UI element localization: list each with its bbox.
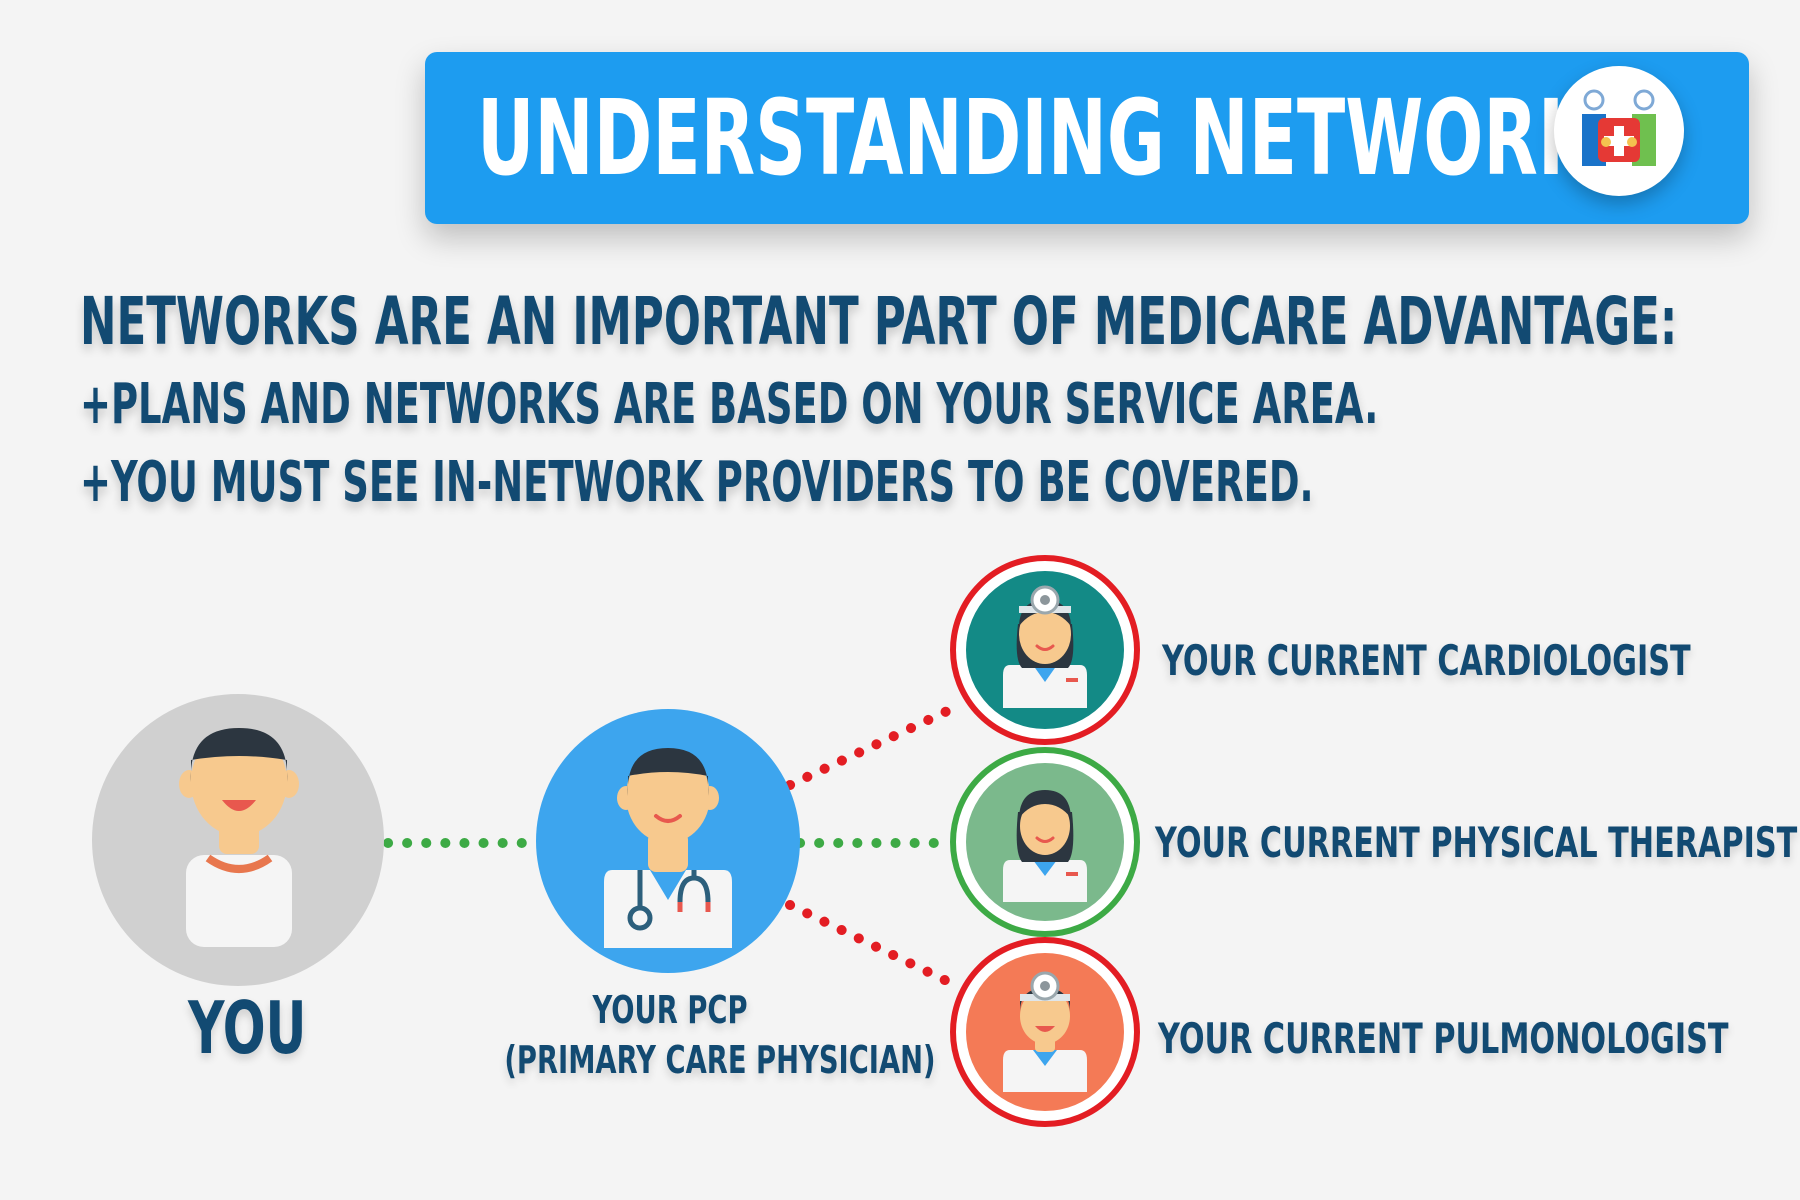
female-doctor-headmirror-icon: [1003, 585, 1087, 708]
pulmonologist-label: YOUR CURRENT PULMONOLOGIST: [1158, 1014, 1729, 1063]
patient-avatar-icon: [92, 694, 384, 986]
page-title: UNDERSTANDING NETWORKS: [477, 77, 1644, 199]
doctor-stethoscope-icon: [536, 709, 800, 973]
bullet-service-area: +PLANS AND NETWORKS ARE BASED ON YOUR SE…: [80, 372, 1379, 437]
connector-pcp-cardiologist: [785, 700, 965, 790]
female-doctor-icon: [1003, 790, 1087, 902]
intro-heading: NETWORKS ARE AN IMPORTANT PART OF MEDICA…: [80, 283, 1678, 360]
cardiologist-label: YOUR CURRENT CARDIOLOGIST: [1162, 636, 1691, 685]
connector-pcp-pulmonologist: [785, 900, 960, 990]
specialist-cardiologist: [950, 555, 1140, 745]
insurance-family-logo-icon: [1554, 66, 1684, 196]
specialist-physical-therapist: [950, 747, 1140, 937]
pcp-label-line2: (PRIMARY CARE PHYSICIAN): [504, 1038, 936, 1082]
pcp-label: YOUR PCP (PRIMARY CARE PHYSICIAN): [504, 985, 936, 1085]
bullet-in-network: +YOU MUST SEE IN-NETWORK PROVIDERS TO BE…: [80, 450, 1314, 515]
you-label: YOU: [188, 986, 307, 1070]
physical-therapist-label: YOUR CURRENT PHYSICAL THERAPIST: [1155, 818, 1798, 867]
specialist-pulmonologist: [950, 937, 1140, 1127]
pcp-label-line1: YOUR PCP: [592, 988, 748, 1032]
title-banner: UNDERSTANDING NETWORKS: [425, 52, 1749, 224]
male-doctor-headmirror-icon: [1003, 971, 1087, 1092]
